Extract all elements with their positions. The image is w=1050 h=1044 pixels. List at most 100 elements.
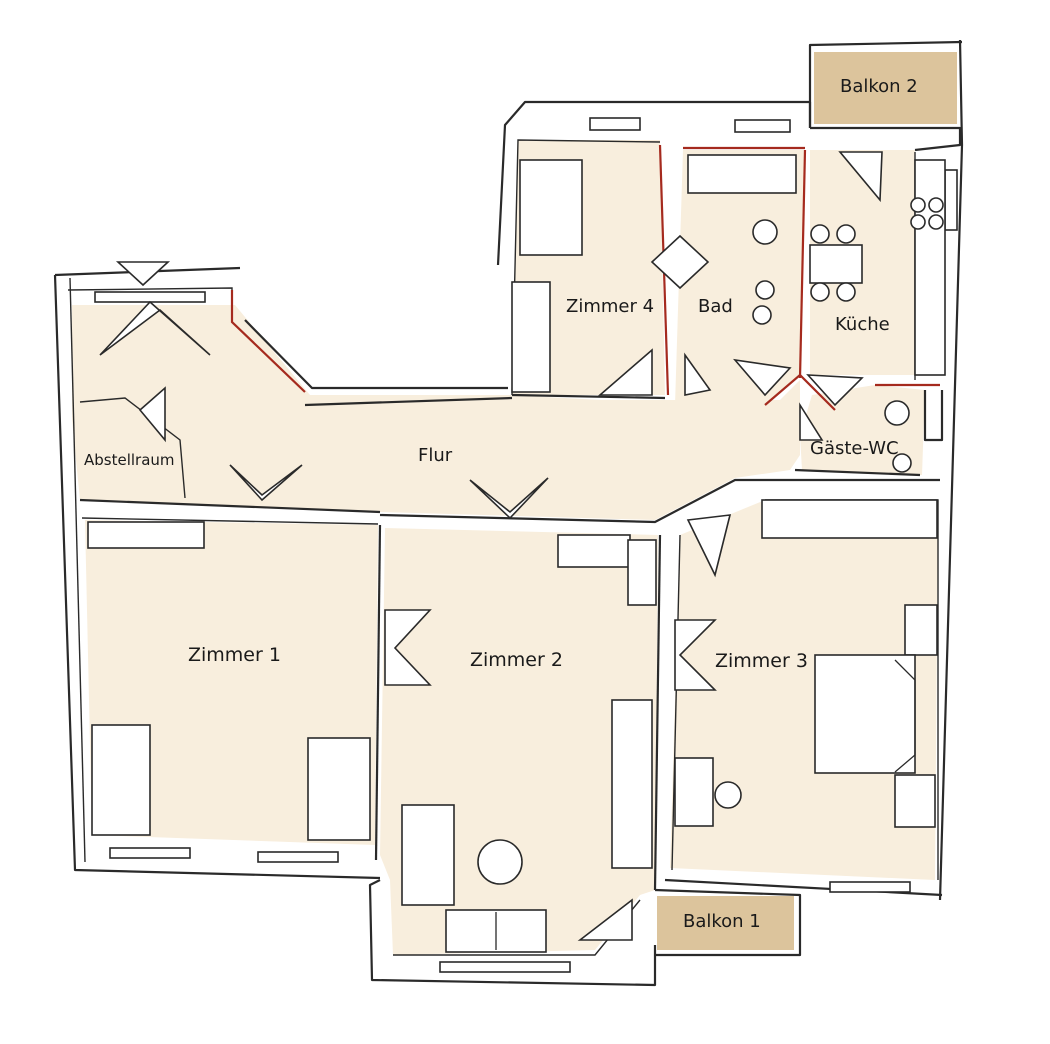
door-zimmer-2 — [469, 477, 549, 520]
shelf-zimmer-1 — [87, 521, 205, 549]
room-labels: Balkon 2 Zimmer 4 Bad Küche Abstellraum … — [84, 76, 918, 932]
wall-diagonal-flur-outer — [244, 319, 508, 390]
door-zimmer-2-3 — [674, 619, 717, 691]
desk-zimmer-4 — [511, 281, 551, 393]
bed-zimmer-4 — [519, 159, 583, 256]
label-zimmer-2: Zimmer 2 — [470, 649, 563, 671]
wall-zimmer-2-3 — [653, 534, 662, 891]
furniture — [87, 154, 946, 953]
window-zimmer-1-bottom-a — [109, 847, 191, 859]
wall-zimmer-4-bottom — [511, 393, 666, 400]
wardrobe-zimmer-2 — [627, 539, 657, 606]
wall-bad-bottom — [764, 373, 836, 411]
window-bad-top — [734, 119, 791, 133]
window-zimmer-2-bottom — [439, 961, 571, 973]
toilet-bad-b — [752, 305, 772, 325]
door-bad-shower — [733, 358, 792, 397]
window-kueche-right — [944, 169, 958, 231]
stove-4 — [928, 214, 944, 230]
door-flur-top — [99, 300, 211, 356]
wall-flur-top — [304, 396, 513, 407]
floor-areas — [72, 52, 957, 955]
stool-zimmer-3 — [714, 781, 742, 809]
door-zimmer-1-2 — [384, 609, 432, 686]
label-abstellraum: Abstellraum — [84, 451, 175, 469]
door-zimmer-4 — [597, 348, 653, 396]
window-zimmer-3-bottom — [829, 881, 911, 893]
door-zimmer-1 — [229, 464, 303, 502]
wall-zimmer-2-bay — [368, 879, 657, 987]
door-bad — [684, 352, 712, 396]
shower-tray — [650, 234, 710, 290]
label-zimmer-3: Zimmer 3 — [715, 650, 808, 672]
wall-bad-kueche — [798, 149, 807, 379]
kueche-chair-1 — [810, 224, 830, 244]
label-zimmer-4: Zimmer 4 — [566, 296, 654, 317]
wall-balkon-2-frame — [808, 40, 963, 128]
kueche-chair-4 — [836, 282, 856, 302]
stove-3 — [910, 214, 926, 230]
kueche-chair-2 — [836, 224, 856, 244]
bed-zimmer-3-pillow — [894, 659, 916, 773]
floor-flur — [72, 305, 800, 520]
stove-1 — [910, 197, 926, 213]
nightstand-zimmer-3 — [894, 774, 936, 828]
label-gaeste-wc: Gäste-WC — [810, 438, 899, 459]
wall-flur-bottom-right — [379, 478, 940, 524]
kueche-chair-3 — [810, 282, 830, 302]
wall-diagonal-flur — [230, 290, 306, 393]
floor-bad — [675, 150, 805, 405]
label-balkon-1: Balkon 1 — [683, 911, 761, 932]
wall-kueche-top — [810, 126, 962, 152]
wall-gaeste-wc-bottom — [794, 468, 921, 477]
doors — [99, 151, 883, 941]
label-flur: Flur — [418, 445, 453, 466]
label-balkon-2: Balkon 2 — [840, 76, 918, 97]
vent-symbol — [115, 261, 171, 287]
floor-zimmer-1 — [85, 520, 378, 845]
floor-balkon-2 — [814, 52, 957, 124]
bathtub — [687, 154, 797, 194]
wall-flur-bottom-left — [79, 498, 381, 514]
table-zimmer-2 — [477, 839, 523, 885]
sideboard-zimmer-2 — [611, 699, 653, 869]
kitchen-island — [809, 244, 863, 284]
window-zimmer-1-bottom-b — [257, 851, 339, 863]
shelf-zimmer-3-top — [761, 499, 938, 539]
armchair-zimmer-2 — [401, 804, 455, 906]
wall-zimmer-1-2 — [374, 524, 382, 861]
bed-zimmer-3 — [814, 654, 916, 774]
desk-zimmer-3 — [674, 757, 714, 827]
door-kueche — [806, 374, 864, 407]
window-flur-top — [94, 291, 206, 303]
washbasin-wc — [884, 400, 910, 426]
wall-gaeste-wc-right — [923, 390, 944, 442]
wall-zimmer-3-left — [671, 534, 681, 871]
floor-balkon-1 — [657, 896, 794, 950]
windows — [94, 117, 958, 973]
door-abstellraum — [138, 386, 166, 443]
wall-right-outer — [938, 39, 964, 901]
toilet-wc — [892, 453, 912, 473]
desk-zimmer-1-right — [307, 737, 371, 841]
wall-balkon-1-frame — [654, 888, 802, 957]
wall-outer-left — [53, 274, 381, 880]
label-bad: Bad — [698, 296, 733, 317]
shelf-zimmer-2 — [557, 534, 631, 568]
window-zimmer-4-top — [589, 117, 641, 131]
washbasin-bad — [752, 219, 778, 245]
door-balkon-1 — [577, 898, 633, 941]
wall-zimmer-1-top — [81, 517, 379, 525]
wall-outer-left-inner — [69, 277, 86, 863]
door-balkon-2 — [838, 151, 883, 203]
label-kueche: Küche — [835, 314, 890, 335]
floor-abstellraum — [80, 400, 182, 498]
door-gaeste-wc — [799, 402, 824, 441]
cabinet-zimmer-3-right — [904, 604, 938, 656]
stove-2 — [928, 197, 944, 213]
label-zimmer-1: Zimmer 1 — [188, 644, 281, 666]
kitchen-counter — [914, 159, 946, 376]
toilet-bad-a — [755, 280, 775, 300]
door-zimmer-3 — [686, 514, 732, 578]
